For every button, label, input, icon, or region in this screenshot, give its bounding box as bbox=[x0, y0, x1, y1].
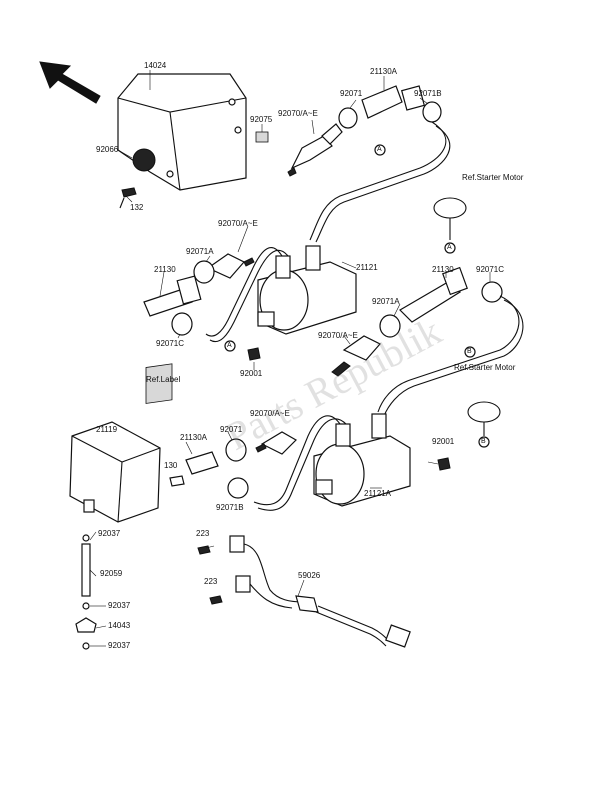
ht-lead-top bbox=[309, 121, 447, 241]
marker-a-2: A bbox=[447, 244, 452, 251]
callout-92070-mid: 92070/A~E bbox=[218, 219, 258, 228]
vacuum-hose-92059 bbox=[75, 534, 97, 650]
cap-92071-low bbox=[225, 438, 247, 462]
front-direction-arrow bbox=[39, 61, 101, 104]
callout-132: 132 bbox=[130, 203, 144, 212]
cap-92071A-right bbox=[379, 314, 401, 338]
callout-14043: 14043 bbox=[108, 621, 131, 630]
callout-92075: 92075 bbox=[250, 115, 273, 124]
ignition-coil-21121A bbox=[253, 413, 411, 511]
cover-14024 bbox=[117, 73, 247, 191]
ref-starter-motor-2: Ref.Starter Motor bbox=[454, 363, 516, 372]
callout-21130A-top: 21130A bbox=[370, 67, 397, 76]
cap-92071C-right bbox=[481, 281, 503, 303]
ref-label: Ref.Label bbox=[146, 375, 181, 384]
marker-a-1: A bbox=[377, 146, 382, 153]
marker-a-3: A bbox=[227, 342, 232, 349]
callout-92001-left: 92001 bbox=[240, 369, 263, 378]
marker-b-2: B bbox=[481, 438, 486, 445]
bolt-132 bbox=[119, 187, 137, 209]
plug-cap-21130A-top bbox=[361, 85, 426, 119]
callout-92037-a: 92037 bbox=[98, 529, 121, 538]
label-plate bbox=[145, 363, 173, 404]
callout-223-a: 223 bbox=[196, 529, 210, 538]
cap-92071B-low bbox=[227, 477, 249, 499]
callout-92070-top: 92070/A~E bbox=[278, 109, 318, 118]
plug-cap-21130A-low bbox=[185, 451, 219, 475]
callout-21121A: 21121A bbox=[364, 489, 391, 498]
plug-cap-21130-right bbox=[399, 266, 468, 323]
harness-59026 bbox=[197, 535, 411, 648]
ref-starter-motor-1: Ref.Starter Motor bbox=[462, 173, 524, 182]
callout-92066: 92066 bbox=[96, 145, 119, 154]
callout-92037-b: 92037 bbox=[108, 601, 131, 610]
callout-92071C-left: 92071C bbox=[156, 339, 185, 348]
pad-92075 bbox=[255, 131, 269, 143]
spark-plug-low bbox=[255, 431, 297, 455]
callout-21130-right: 21130 bbox=[432, 265, 454, 274]
clamp-b bbox=[467, 401, 501, 436]
igniter-21119 bbox=[69, 421, 161, 523]
plug-cap-21130-left bbox=[143, 275, 202, 317]
callout-92037-c: 92037 bbox=[108, 641, 131, 650]
callout-92071-top: 92071 bbox=[340, 89, 363, 98]
callout-92071B-low: 92071B bbox=[216, 503, 244, 512]
callout-21130-left: 21130 bbox=[154, 265, 176, 274]
clamp-a-top bbox=[433, 197, 467, 240]
callout-92001-right: 92001 bbox=[432, 437, 455, 446]
marker-b-1: B bbox=[467, 348, 472, 355]
callout-92070-low: 92070/A~E bbox=[250, 409, 290, 418]
callout-92071A-left: 92071A bbox=[186, 247, 214, 256]
callout-92071C-right: 92071C bbox=[476, 265, 505, 274]
callout-92071B-top: 92071B bbox=[414, 89, 442, 98]
callout-92059: 92059 bbox=[100, 569, 123, 578]
ignition-coil-21121 bbox=[205, 245, 357, 342]
cap-92071-top bbox=[338, 107, 358, 129]
callout-59026: 59026 bbox=[298, 571, 321, 580]
callout-92070-right: 92070/A~E bbox=[318, 331, 358, 340]
spark-plug-left bbox=[206, 253, 255, 279]
bolt-130 bbox=[169, 475, 185, 487]
bolt-92001-left bbox=[247, 347, 261, 361]
callout-14024: 14024 bbox=[144, 61, 167, 70]
callout-92071-low: 92071 bbox=[220, 425, 243, 434]
callout-21121: 21121 bbox=[356, 263, 378, 272]
callout-223-b: 223 bbox=[204, 577, 218, 586]
ht-lead-right bbox=[377, 295, 520, 413]
callout-92071A-right: 92071A bbox=[372, 297, 400, 306]
callout-21119: 21119 bbox=[96, 425, 118, 434]
callout-130: 130 bbox=[164, 461, 178, 470]
spark-plug-right bbox=[331, 335, 381, 377]
marker-circles bbox=[224, 144, 490, 448]
cap-92071B-top bbox=[422, 101, 442, 123]
callout-21130A-low: 21130A bbox=[180, 433, 207, 442]
spark-plug-top bbox=[287, 123, 343, 177]
leader-lines bbox=[89, 70, 491, 647]
cap-92071A-left bbox=[193, 260, 215, 284]
bolt-92001-right bbox=[437, 457, 451, 471]
cap-92071C-left bbox=[171, 312, 193, 336]
grommet-92066 bbox=[132, 148, 156, 172]
